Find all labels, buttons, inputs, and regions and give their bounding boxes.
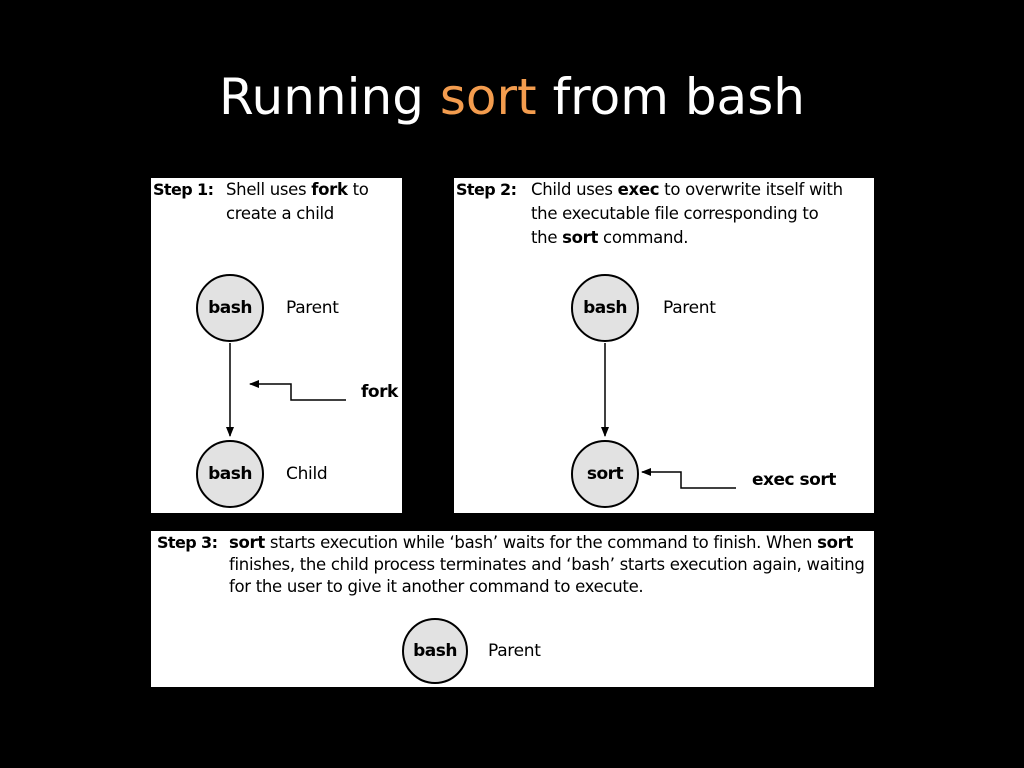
step3-panel: Step 3: sort starts execution while ‘bas…: [151, 531, 874, 687]
step1-fork-callout: fork: [361, 382, 398, 402]
step2-label: Step 2:: [456, 180, 517, 199]
step2-arrows: [601, 343, 736, 489]
slide-title: Running sort from bash: [0, 62, 1024, 132]
step1-child-node: bash: [196, 440, 264, 508]
step2-exec-callout: exec sort: [752, 470, 836, 490]
step2-desc-line1: Child uses exec to overwrite itself with: [531, 180, 843, 199]
step1-child-role: Child: [286, 464, 328, 484]
step3-desc-line1: sort starts execution while ‘bash’ waits…: [229, 533, 854, 552]
step3-desc-line2: finishes, the child process terminates a…: [229, 555, 865, 574]
step1-label: Step 1:: [153, 180, 214, 199]
title-accent: sort: [439, 68, 537, 126]
step2-panel: Step 2: Child uses exec to overwrite its…: [454, 178, 874, 513]
step2-parent-role: Parent: [663, 298, 716, 318]
step3-parent-node: bash: [402, 618, 468, 684]
title-suffix: from bash: [552, 68, 805, 126]
step2-desc-line2: the executable file corresponding to: [531, 204, 819, 223]
step3-label: Step 3:: [157, 533, 218, 552]
step1-desc-line2: create a child: [226, 204, 334, 223]
step2-desc-line3: the sort command.: [531, 228, 689, 247]
step2-exec-pointer: [641, 468, 736, 489]
step1-parent-role: Parent: [286, 298, 339, 318]
step1-fork-pointer: [249, 380, 346, 401]
step2-parent-node: bash: [571, 274, 639, 342]
step1-panel: Step 1: Shell uses fork to create a chil…: [151, 178, 402, 513]
step1-desc-line1: Shell uses fork to: [226, 180, 369, 199]
step3-parent-role: Parent: [488, 641, 541, 661]
step3-desc-line3: for the user to give it another command …: [229, 577, 644, 596]
step1-arrows: [226, 343, 346, 437]
step1-parent-node: bash: [196, 274, 264, 342]
step2-sort-node: sort: [571, 440, 639, 508]
title-prefix: Running: [219, 68, 424, 126]
